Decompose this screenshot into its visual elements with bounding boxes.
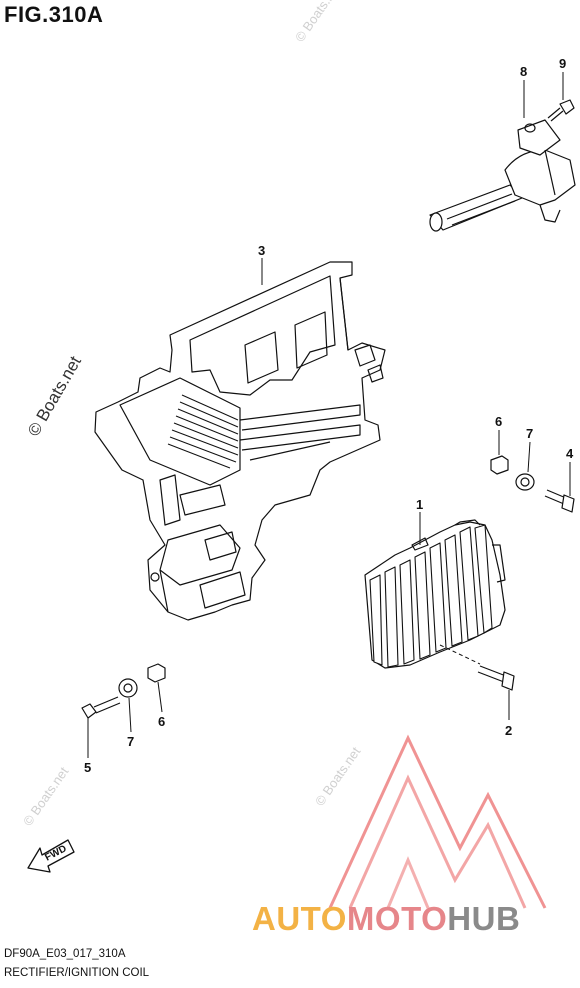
bracket[interactable] [94, 261, 386, 621]
ignition-coil[interactable] [429, 119, 576, 232]
fwd-arrow: FWD [27, 839, 75, 873]
figure-title: FIG.310A [4, 2, 104, 27]
bolt-2[interactable] [477, 665, 515, 691]
grommet-6-left[interactable] [147, 663, 166, 683]
bolt-5[interactable] [81, 696, 121, 719]
logo-part-hub: HUB [447, 900, 521, 937]
rectifier[interactable] [364, 519, 506, 669]
collar-7-left[interactable] [118, 678, 138, 698]
callout-6-left: 6 [158, 714, 165, 729]
callout-3: 3 [258, 243, 265, 258]
callout-6-right: 6 [495, 414, 502, 429]
callout-7-left: 7 [127, 734, 134, 749]
callout-8: 8 [520, 64, 527, 79]
bolt-9[interactable] [547, 99, 575, 122]
callout-2: 2 [505, 723, 512, 738]
bolt-4[interactable] [544, 489, 575, 513]
callout-1: 1 [416, 497, 423, 512]
callout-5: 5 [84, 760, 91, 775]
logo-part-auto: AUTO [252, 900, 347, 937]
callout-4: 4 [566, 446, 574, 461]
callout-7-right: 7 [526, 426, 533, 441]
figure-description: RECTIFIER/IGNITION COIL [4, 967, 150, 979]
logo-part-moto: MOTO [346, 900, 448, 937]
logo-wordmark: AUTOMOTOHUB [252, 900, 520, 938]
figure-code: DF90A_E03_017_310A [4, 948, 126, 960]
collar-7-right[interactable] [515, 473, 535, 491]
logo-triangle-icon [328, 734, 547, 909]
grommet-6-right[interactable] [490, 455, 509, 475]
callout-9: 9 [559, 56, 566, 71]
